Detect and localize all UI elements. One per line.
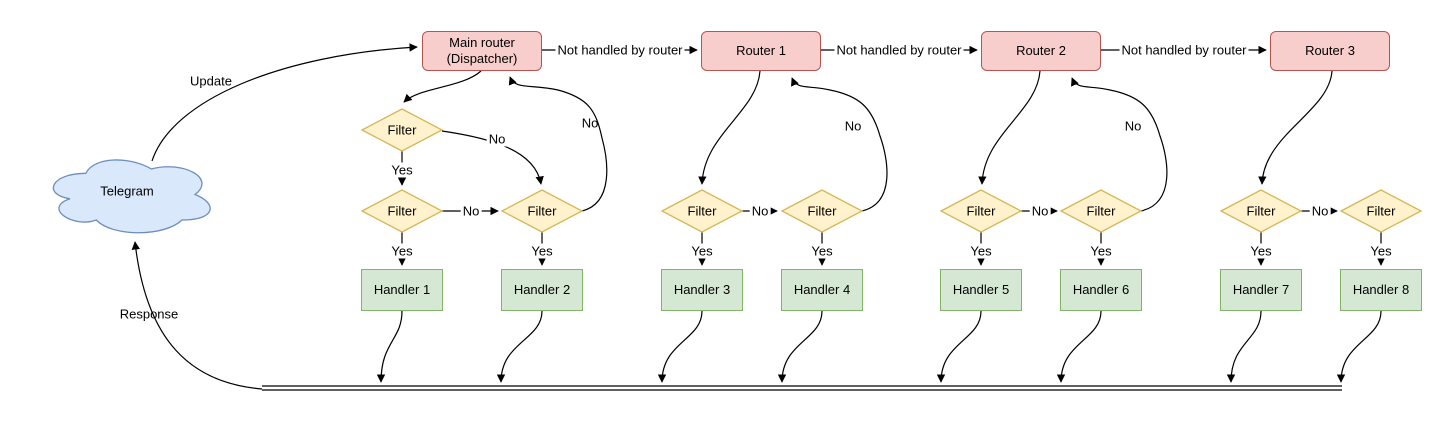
edge-handler7-to-bus	[1226, 310, 1262, 383]
filter-diamond-4	[780, 189, 864, 233]
edge-label-not-handled-2: Not handled by router	[834, 42, 964, 58]
handler-5: Handler 5	[940, 269, 1022, 311]
telegram-cloud-shape	[52, 159, 211, 234]
telegram-cloud-label: Telegram	[100, 183, 154, 199]
router-1: Router 1	[701, 31, 821, 71]
filter-diamond-8	[1339, 189, 1423, 233]
filter-label-8: Filter	[1366, 203, 1396, 219]
handler-8: Handler 8	[1340, 269, 1422, 311]
filter-label-7: Filter	[1246, 203, 1276, 219]
router-main: Main router (Dispatcher)	[422, 31, 542, 71]
filter-diamond-3	[660, 189, 744, 233]
handler-2: Handler 2	[501, 269, 583, 311]
filter-label-1: Filter	[387, 122, 417, 138]
edge-response	[131, 241, 263, 390]
edge-label-yes-handler3: Yes	[689, 243, 715, 259]
edge-label-no-group1-return: No	[581, 115, 599, 131]
filter-label-2a: Filter	[387, 203, 417, 219]
router-3: Router 3	[1270, 31, 1390, 71]
handler-1: Handler 1	[361, 269, 443, 311]
filter-diamond-1	[360, 108, 444, 152]
filter-diamond-7	[1219, 189, 1303, 233]
edge-label-yes-handler7: Yes	[1248, 243, 1274, 259]
filter-label-3: Filter	[687, 203, 717, 219]
filter-label-5: Filter	[966, 203, 996, 219]
router-2: Router 2	[981, 31, 1101, 71]
edge-label-no-group4-mid: No	[1309, 203, 1331, 219]
edge-label-no-group2-return: No	[844, 118, 862, 134]
edge-update	[151, 43, 418, 162]
filter-diamond-2a	[360, 189, 444, 233]
edge-filter4-return-no	[791, 77, 888, 212]
edge-handler5-to-bus	[936, 310, 982, 383]
edge-main-to-filter1	[403, 70, 482, 103]
filter-diamond-5	[939, 189, 1023, 233]
edge-label-no-group1-mid: No	[460, 203, 482, 219]
handler-6: Handler 6	[1060, 269, 1142, 311]
edge-handler3-to-bus	[657, 310, 703, 383]
filter-diamond-6	[1059, 189, 1143, 233]
edge-handler6-to-bus	[1056, 310, 1102, 383]
edge-router2-to-filter5	[978, 70, 1041, 185]
edge-label-update: Update	[190, 73, 232, 89]
edge-label-yes-handler5: Yes	[968, 243, 994, 259]
handler-3: Handler 3	[661, 269, 743, 311]
edge-label-no-group3-return: No	[1124, 118, 1142, 134]
edge-handler8-to-bus	[1336, 310, 1382, 383]
edge-handler4-to-bus	[777, 310, 823, 383]
edge-label-yes-handler4: Yes	[809, 243, 835, 259]
edge-handler1-to-bus	[376, 310, 403, 383]
filter-label-4: Filter	[807, 203, 837, 219]
handler-4: Handler 4	[781, 269, 863, 311]
edge-label-no-group2-mid: No	[749, 203, 771, 219]
edge-label-yes-filter1: Yes	[389, 162, 415, 178]
edge-filter2b-return-no	[508, 76, 608, 212]
edge-label-yes-handler8: Yes	[1368, 243, 1394, 259]
filter-label-6: Filter	[1086, 203, 1116, 219]
edge-label-response: Response	[119, 306, 179, 322]
filter-diamond-2b	[500, 189, 584, 233]
edge-label-yes-handler6: Yes	[1088, 243, 1114, 259]
edge-label-not-handled-1: Not handled by router	[555, 42, 685, 58]
edge-label-yes-handler1: Yes	[389, 243, 415, 259]
edge-router3-to-filter7	[1258, 70, 1333, 185]
edge-label-no-group3-mid: No	[1029, 203, 1051, 219]
edge-label-not-handled-3: Not handled by router	[1119, 42, 1249, 58]
edge-handler2-to-bus	[496, 310, 543, 383]
edge-label-yes-handler2: Yes	[529, 243, 555, 259]
edge-label-no-filter1: No	[486, 131, 508, 147]
filter-label-2b: Filter	[527, 203, 557, 219]
edge-filter6-return-no	[1071, 77, 1168, 212]
edge-filter1-no	[441, 130, 544, 185]
edge-router1-to-filter3	[698, 70, 761, 185]
handler-7: Handler 7	[1220, 269, 1302, 311]
